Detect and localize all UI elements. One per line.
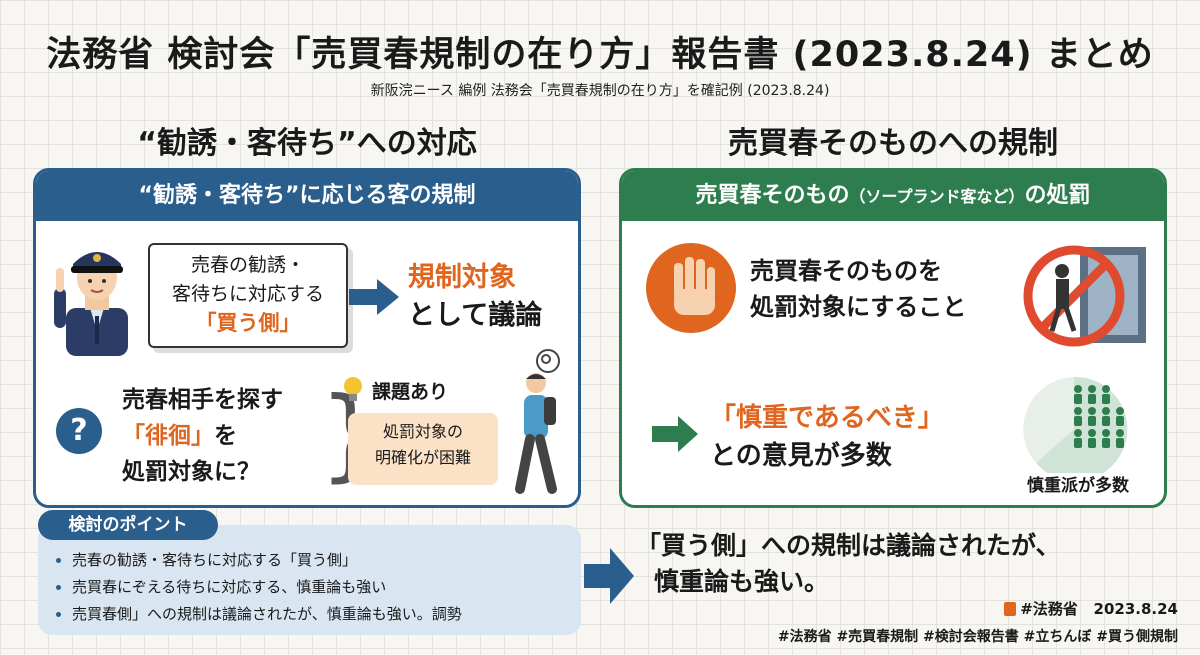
left-panel: “勧誘・客待ち”に応じる客の規制 売春の勧誘・ 客待ちに対応する 「買う側」 規… bbox=[33, 168, 581, 508]
walking-man-icon bbox=[515, 349, 560, 494]
stop-text: 売買春そのものを 処罰対象にすること bbox=[750, 253, 1020, 325]
opinion-line-2: との意見が多数 bbox=[710, 441, 892, 471]
question-icon: ? bbox=[56, 408, 102, 454]
bubble-line-1: 売春の勧誘・ bbox=[190, 254, 305, 276]
question-line-2a: 「徘徊」 bbox=[122, 423, 214, 449]
footer-date: 2023.8.24 bbox=[1093, 600, 1178, 618]
right-section-heading: 売買春そのものへの規制 bbox=[728, 126, 1058, 161]
conclusion-line-1: 「買う側」への規制は議論されたが、 bbox=[636, 531, 1061, 560]
result-line-2: として議論 bbox=[408, 300, 543, 331]
issue-label: 課題あり bbox=[372, 381, 449, 403]
footer-source: #法務省 bbox=[1020, 600, 1078, 618]
arrow-right-green-icon bbox=[652, 416, 698, 452]
question-line-1: 売春相手を探す bbox=[122, 387, 283, 413]
hashtags[interactable]: #法務省 #売買春規制 #検討会報告書 #立ちんぼ #買う側規制 bbox=[777, 629, 1178, 645]
regulation-result: 規制対象 として議論 bbox=[408, 259, 578, 335]
opinion-text: 「慎重であるべき」 との意見が多数 bbox=[710, 399, 1000, 475]
question-text: 売春相手を探す 「徘徊」を 処罰対象に？ bbox=[122, 382, 332, 490]
footer-meta: #法務省 2023.8.24 bbox=[1004, 598, 1178, 619]
right-panel-title-c: の処罰 bbox=[1024, 183, 1091, 208]
conclusion-line-2: 慎重論も強い。 bbox=[654, 567, 830, 596]
stop-line-1: 売買春そのものを bbox=[750, 257, 942, 285]
left-section-heading: “勧誘・客待ち”への対応 bbox=[137, 126, 477, 161]
result-line-1: 規制対象 bbox=[408, 262, 516, 293]
issue-callout: 処罰対象の 明確化が困難 bbox=[348, 413, 498, 485]
police-officer-icon bbox=[54, 252, 128, 356]
point-item: 売買春側」への規制は議論されたが、慎重論も強い。調勢 bbox=[72, 601, 569, 628]
point-item: 売買春にぞえる待ちに対応する、慎重論も強い bbox=[72, 574, 569, 601]
stop-line-2: 処罰対象にすること bbox=[750, 293, 967, 321]
issue-line-1: 処罰対象の bbox=[382, 422, 463, 441]
buyer-speech-bubble: 売春の勧誘・ 客待ちに対応する 「買う側」 bbox=[148, 243, 348, 348]
ministry-logo-icon bbox=[1004, 602, 1017, 616]
right-panel: 売買春そのもの（ソープランド客など）の処罰 売買春そのものを 処罰対象にすること… bbox=[619, 168, 1167, 508]
bubble-line-3: 「買う側」 bbox=[195, 311, 301, 335]
conclusion: 「買う側」への規制は議論されたが、 慎重論も強い。 bbox=[636, 528, 1176, 600]
arrow-right-icon bbox=[584, 548, 634, 604]
bubble-line-2: 客待ちに対応する bbox=[171, 283, 324, 305]
opinion-line-1: 「慎重であるべき」 bbox=[710, 403, 944, 433]
points-badge: 検討のポイント bbox=[38, 510, 218, 540]
right-panel-title-a: 売買春そのもの bbox=[695, 183, 850, 208]
issue-line-2: 明確化が困難 bbox=[374, 448, 471, 467]
page-subtitle: 新阪浣ニース 編例 法務会「売買春規制の在り方」を確記例 (2023.8.24) bbox=[370, 83, 830, 99]
cautious-majority-label: 慎重派が多数 bbox=[1027, 476, 1129, 496]
stop-hand-icon bbox=[646, 243, 736, 333]
arrow-right-icon bbox=[349, 279, 399, 315]
left-panel-header: “勧誘・客待ち”に応じる客の規制 bbox=[36, 171, 578, 221]
question-line-2b: を bbox=[214, 423, 237, 449]
cautious-majority-icon bbox=[1023, 376, 1128, 473]
lightbulb-icon bbox=[344, 377, 362, 401]
right-panel-title-b: （ソープランド客など） bbox=[849, 187, 1025, 206]
discussion-points: 売春の勧誘・客待ちに対応する「買う側」 売買春にぞえる待ちに対応する、慎重論も強… bbox=[38, 525, 581, 635]
point-item: 売春の勧誘・客待ちに対応する「買う側」 bbox=[72, 547, 569, 574]
question-line-3: 処罰対象に？ bbox=[122, 459, 260, 485]
prohibition-icon bbox=[1023, 245, 1146, 347]
right-panel-header: 売買春そのもの（ソープランド客など）の処罰 bbox=[622, 171, 1164, 221]
page-title: 法務省 検討会「売買春規制の在り方」報告書 (2023.8.24) まとめ bbox=[46, 35, 1154, 75]
